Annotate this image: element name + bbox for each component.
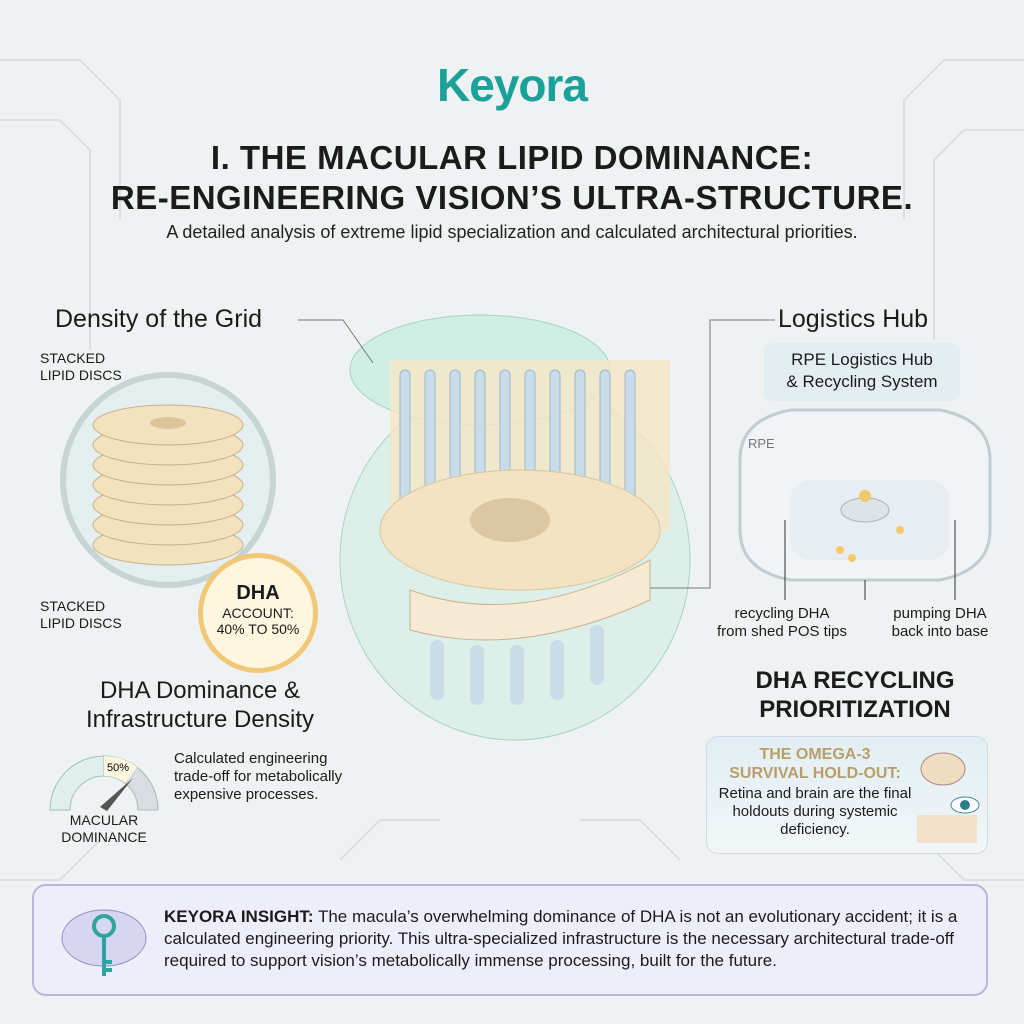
insight-text: The macula’s overwhelming dominance of D…: [164, 907, 958, 970]
page-subtitle: A detailed analysis of extreme lipid spe…: [166, 222, 858, 242]
page-title: I. THE MACULAR LIPID DOMINANCE:RE-ENGINE…: [110, 139, 914, 216]
dha-account-badge: DHA ACCOUNT: 40% TO 50%: [198, 553, 318, 673]
stacked-discs-label-top: STACKED LIPID DISCS: [40, 350, 122, 383]
macular-dominance-gauge: 50%: [49, 755, 159, 811]
brain-eye-icon: [917, 752, 980, 843]
gauge-value: 50%: [107, 762, 129, 774]
brain-key-icon: [61, 909, 147, 976]
insight-label: KEYORA INSIGHT:: [164, 907, 314, 926]
lipid-discs-magnifier: [60, 372, 276, 588]
connector-line: [650, 319, 775, 589]
keyora-insight-box: KEYORA INSIGHT: The macula’s overwhelmin…: [32, 884, 988, 996]
logistics-hub-heading: Logistics Hub: [778, 305, 929, 333]
rpe-logistics-hub-illustration: RPE: [738, 408, 992, 600]
keyora-logo: Keyora: [437, 59, 588, 111]
stacked-discs-label-bottom: STACKED LIPID DISCS: [40, 598, 122, 631]
density-heading: Density of the Grid: [55, 305, 263, 333]
connector-line: [298, 319, 374, 364]
gauge-description: Calculated engineering trade-off for met…: [174, 750, 343, 803]
rpe-hub-label: RPE Logistics Hub& Recycling System: [764, 343, 960, 401]
dha-dominance-heading: DHA Dominance &Infrastructure Density: [85, 677, 315, 733]
macula-cross-section-illustration: [339, 314, 691, 741]
rpe-sign: RPE: [748, 436, 775, 451]
omega-text: Retina and brain are the final holdouts …: [718, 785, 912, 838]
